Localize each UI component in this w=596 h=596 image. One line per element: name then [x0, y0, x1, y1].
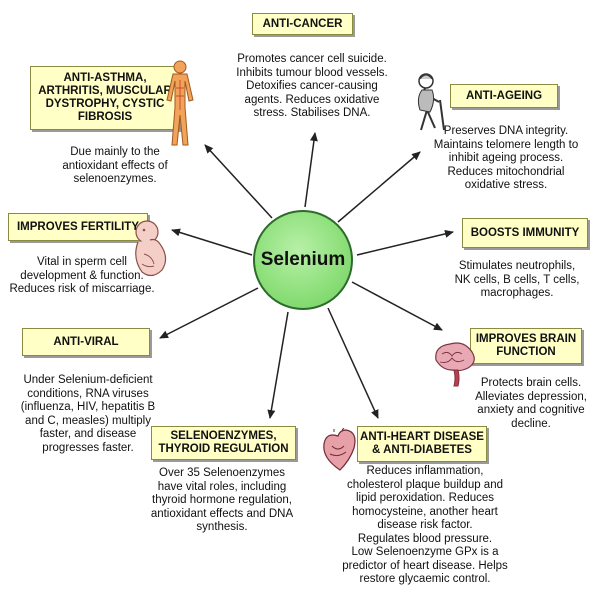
anti-cancer-label: ANTI-CANCER	[252, 13, 353, 35]
arrow-to-anti-ageing	[337, 151, 421, 223]
human-body-icon	[166, 60, 194, 146]
brain-icon	[435, 342, 475, 387]
anti-asthma-title: ANTI-ASTHMA, ARTHRITIS, MUSCULAR DYSTROP…	[38, 72, 172, 123]
selenium-center-node: Selenium	[253, 210, 353, 310]
anti-asthma-description: Due mainly to the antioxidant effects of…	[62, 146, 168, 185]
anti-viral-description: Under Selenium-deficient conditions, RNA…	[20, 374, 156, 454]
arrow-to-anti-cancer	[304, 132, 318, 208]
arrow-to-brain-function	[351, 281, 443, 331]
improves-fertility-label: IMPROVES FERTILITY	[8, 213, 148, 241]
anti-ageing-description: Preserves DNA integrity. Maintains telom…	[433, 125, 579, 191]
improves-fertility-title: IMPROVES FERTILITY	[16, 220, 140, 233]
heart-icon	[323, 428, 356, 471]
selenoenzymes-title: SELENOENZYMES, THYROID REGULATION	[158, 430, 289, 455]
selenoenzymes-description: Over 35 Selenoenzymes have vital roles, …	[150, 467, 294, 533]
arrow-to-selenoenzymes	[267, 311, 289, 419]
anti-asthma-label: ANTI-ASTHMA, ARTHRITIS, MUSCULAR DYSTROP…	[30, 66, 180, 130]
center-label: Selenium	[260, 249, 346, 270]
improves-brain-function-label: IMPROVES BRAIN FUNCTION	[470, 328, 582, 364]
elderly-person-icon	[417, 73, 445, 131]
boosts-immunity-description: Stimulates neutrophils, NK cells, B cell…	[454, 260, 580, 299]
improves-fertility-description: Vital in sperm cell development & functi…	[9, 256, 155, 295]
selenoenzymes-label: SELENOENZYMES, THYROID REGULATION	[151, 426, 296, 460]
anti-ageing-label: ANTI-AGEING	[450, 84, 558, 108]
arrow-to-boosts-immunity	[356, 229, 454, 256]
anti-ageing-title: ANTI-AGEING	[465, 89, 543, 102]
anti-heart-disease-description: Reduces inflammation, cholesterol plaque…	[342, 465, 508, 585]
anti-viral-title: ANTI-VIRAL	[53, 335, 119, 348]
anti-cancer-title: ANTI-CANCER	[262, 17, 343, 30]
anti-cancer-description: Promotes cancer cell suicide. Inhibits t…	[236, 53, 388, 119]
boosts-immunity-label: BOOSTS IMMUNITY	[462, 218, 588, 248]
anti-heart-disease-label: ANTI-HEART DISEASE & ANTI-DIABETES	[357, 426, 487, 462]
improves-brain-function-description: Protects brain cells. Alleviates depress…	[475, 377, 587, 430]
anti-viral-label: ANTI-VIRAL	[22, 328, 150, 356]
anti-heart-disease-title: ANTI-HEART DISEASE & ANTI-DIABETES	[360, 431, 484, 456]
fetus-icon	[135, 220, 167, 277]
arrow-to-fertility	[171, 228, 253, 256]
improves-brain-function-title: IMPROVES BRAIN FUNCTION	[475, 333, 577, 358]
boosts-immunity-title: BOOSTS IMMUNITY	[470, 226, 580, 239]
arrow-to-heart-disease	[327, 307, 379, 419]
arrow-to-anti-asthma	[204, 144, 273, 219]
arrow-to-anti-viral	[159, 287, 259, 339]
